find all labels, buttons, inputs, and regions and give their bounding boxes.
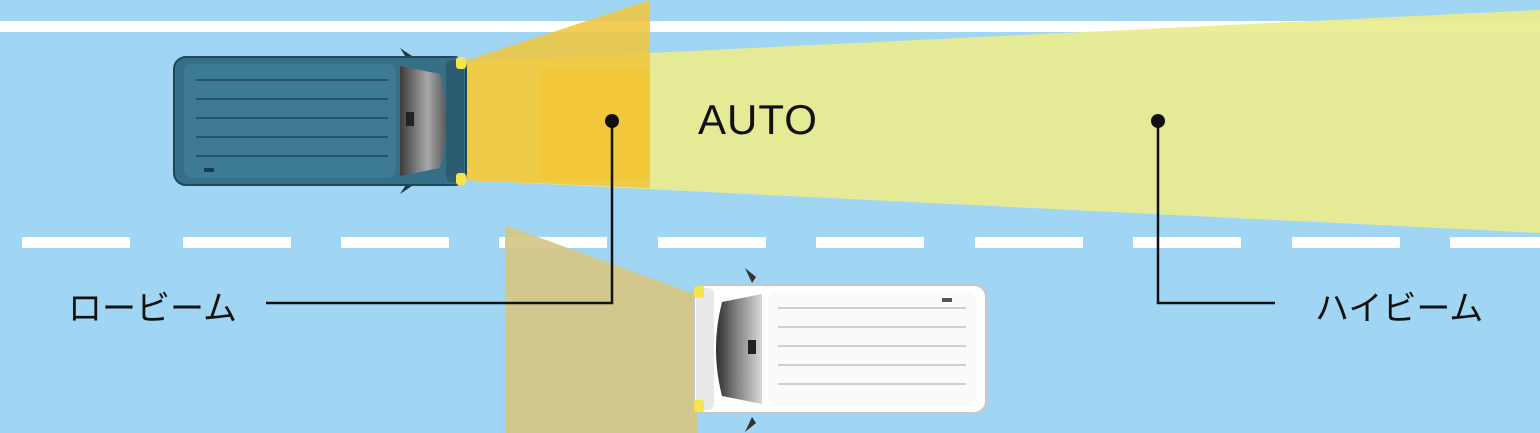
oncoming-van [693,268,987,432]
own-van [173,48,467,194]
auto-mode-label: AUTO [698,96,818,143]
low-beam-core [540,70,650,180]
oncoming-low-beam [505,225,697,433]
high-beam-leader [1151,114,1275,305]
low-beam-label: ロービーム [68,290,237,328]
high-beam-label: ハイビーム [1315,290,1484,328]
high-beam-area [462,10,1540,233]
road-edge-line [0,21,1540,32]
low-beam-leader [266,114,619,305]
